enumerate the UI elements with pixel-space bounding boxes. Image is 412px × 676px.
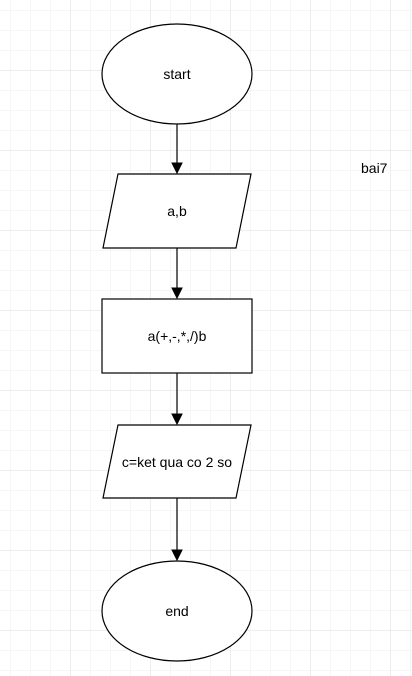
node-input[interactable]: a,b [102,173,252,249]
node-input-label: a,b [167,203,187,219]
side-label[interactable]: bai7 [361,160,388,176]
arrowhead-icon [171,287,183,300]
arrowhead-icon [171,549,183,562]
node-output-label: c=ket qua co 2 so [122,454,232,470]
process-shape [101,298,253,374]
node-start-label: start [163,66,190,82]
node-process[interactable]: a(+,-,*,/)b [101,298,253,374]
arrowhead-icon [171,162,183,175]
terminator-shape [101,560,253,662]
node-output[interactable]: c=ket qua co 2 so [102,424,252,499]
node-process-label: a(+,-,*,/)b [148,328,207,344]
terminator-shape [101,23,253,125]
arrowhead-icon [171,413,183,426]
node-start[interactable]: start [101,23,253,125]
edges [171,124,183,562]
node-end[interactable]: end [101,560,253,662]
node-end-label: end [165,603,188,619]
io-shape [102,424,252,499]
io-shape [102,173,252,249]
